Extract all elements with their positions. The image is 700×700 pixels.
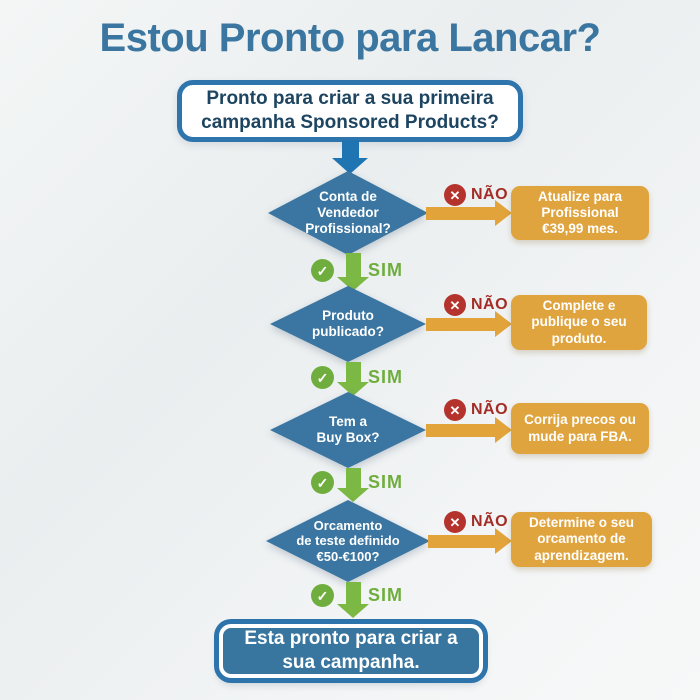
arrow-head-icon — [332, 158, 368, 174]
arrow-yes-3 — [337, 468, 369, 502]
action-2-box: Complete e publique o seu produto. — [511, 295, 647, 350]
no-label-text: NÃO — [471, 513, 509, 530]
yes-label-text: SIM — [368, 472, 404, 492]
no-label-3: ✕ NÃO — [444, 399, 508, 421]
check-circle-icon: ✓ — [311, 259, 334, 282]
page-title: Estou Pronto para Lancar? — [99, 16, 601, 60]
decision-4-diamond: Orcamento de teste definido €50-€100? — [266, 500, 430, 582]
decision-4-shape: Orcamento de teste definido €50-€100? — [266, 500, 430, 582]
start-node: Pronto para criar a sua primeira campanh… — [177, 80, 523, 142]
no-label-text: NÃO — [471, 296, 509, 313]
decision-3-diamond: Tem a Buy Box? — [270, 392, 426, 468]
check-circle-icon: ✓ — [311, 584, 334, 607]
no-label-4: ✕ NÃO — [444, 511, 508, 533]
action-3-box: Corrija precos ou mude para FBA. — [511, 403, 649, 454]
arrow-yes-4 — [337, 582, 369, 618]
decision-2-diamond: Produto publicado? — [270, 286, 426, 362]
arrow-shaft — [341, 140, 359, 158]
arrow-head-icon — [495, 528, 512, 554]
decision-3-shape: Tem a Buy Box? — [270, 392, 426, 468]
x-circle-icon: ✕ — [444, 399, 466, 421]
arrow-shaft — [345, 253, 361, 277]
arrow-head-icon — [337, 604, 369, 618]
arrow-head-icon — [337, 382, 369, 396]
arrow-no-1 — [426, 200, 512, 226]
action-4-text: Determine o seu orcamento de aprendizage… — [528, 515, 635, 563]
arrow-yes-2 — [337, 362, 369, 396]
decision-1-question: Conta de Vendedor Profissional? — [305, 189, 391, 236]
no-label-text: NÃO — [471, 186, 509, 203]
arrow-shaft — [426, 423, 495, 437]
check-circle-icon: ✓ — [311, 471, 334, 494]
arrow-shaft — [428, 534, 495, 548]
arrow-shaft — [345, 362, 361, 382]
check-circle-icon: ✓ — [311, 366, 334, 389]
decision-3-question: Tem a Buy Box? — [316, 414, 380, 445]
yes-label-text: SIM — [368, 260, 404, 280]
arrow-head-icon — [495, 417, 512, 443]
arrow-no-2 — [426, 311, 512, 337]
arrow-shaft — [345, 468, 361, 488]
decision-2-question: Produto publicado? — [312, 308, 384, 339]
arrow-shaft — [426, 206, 495, 220]
no-label-text: NÃO — [471, 401, 509, 418]
arrow-head-icon — [495, 200, 512, 226]
action-3-text: Corrija precos ou mude para FBA. — [524, 412, 636, 444]
arrow-shaft — [426, 317, 495, 331]
end-node-text: Esta pronto para criar a sua campanha. — [244, 628, 458, 673]
decision-2-shape: Produto publicado? — [270, 286, 426, 362]
no-label-1: ✕ NÃO — [444, 184, 508, 206]
decision-4-question: Orcamento de teste definido €50-€100? — [296, 518, 400, 564]
yes-label-text: SIM — [368, 585, 404, 605]
decision-1-diamond: Conta de Vendedor Profissional? — [268, 171, 428, 255]
arrow-head-icon — [495, 311, 512, 337]
action-4-box: Determine o seu orcamento de aprendizage… — [511, 512, 652, 567]
action-1-box: Atualize para Profissional €39,99 mes. — [511, 186, 649, 240]
arrow-shaft — [345, 582, 361, 604]
arrow-down-start — [332, 140, 368, 174]
no-label-2: ✕ NÃO — [444, 294, 508, 316]
yes-label-text: SIM — [368, 367, 404, 387]
start-node-text: Pronto para criar a sua primeira campanh… — [201, 88, 499, 133]
arrow-no-4 — [428, 528, 512, 554]
x-circle-icon: ✕ — [444, 294, 466, 316]
arrow-head-icon — [337, 488, 369, 502]
x-circle-icon: ✕ — [444, 511, 466, 533]
decision-1-shape: Conta de Vendedor Profissional? — [268, 171, 428, 255]
action-2-text: Complete e publique o seu produto. — [531, 298, 627, 346]
x-circle-icon: ✕ — [444, 184, 466, 206]
end-node: Esta pronto para criar a sua campanha. — [219, 624, 483, 678]
action-1-text: Atualize para Profissional €39,99 mes. — [537, 188, 623, 237]
arrow-no-3 — [426, 417, 512, 443]
